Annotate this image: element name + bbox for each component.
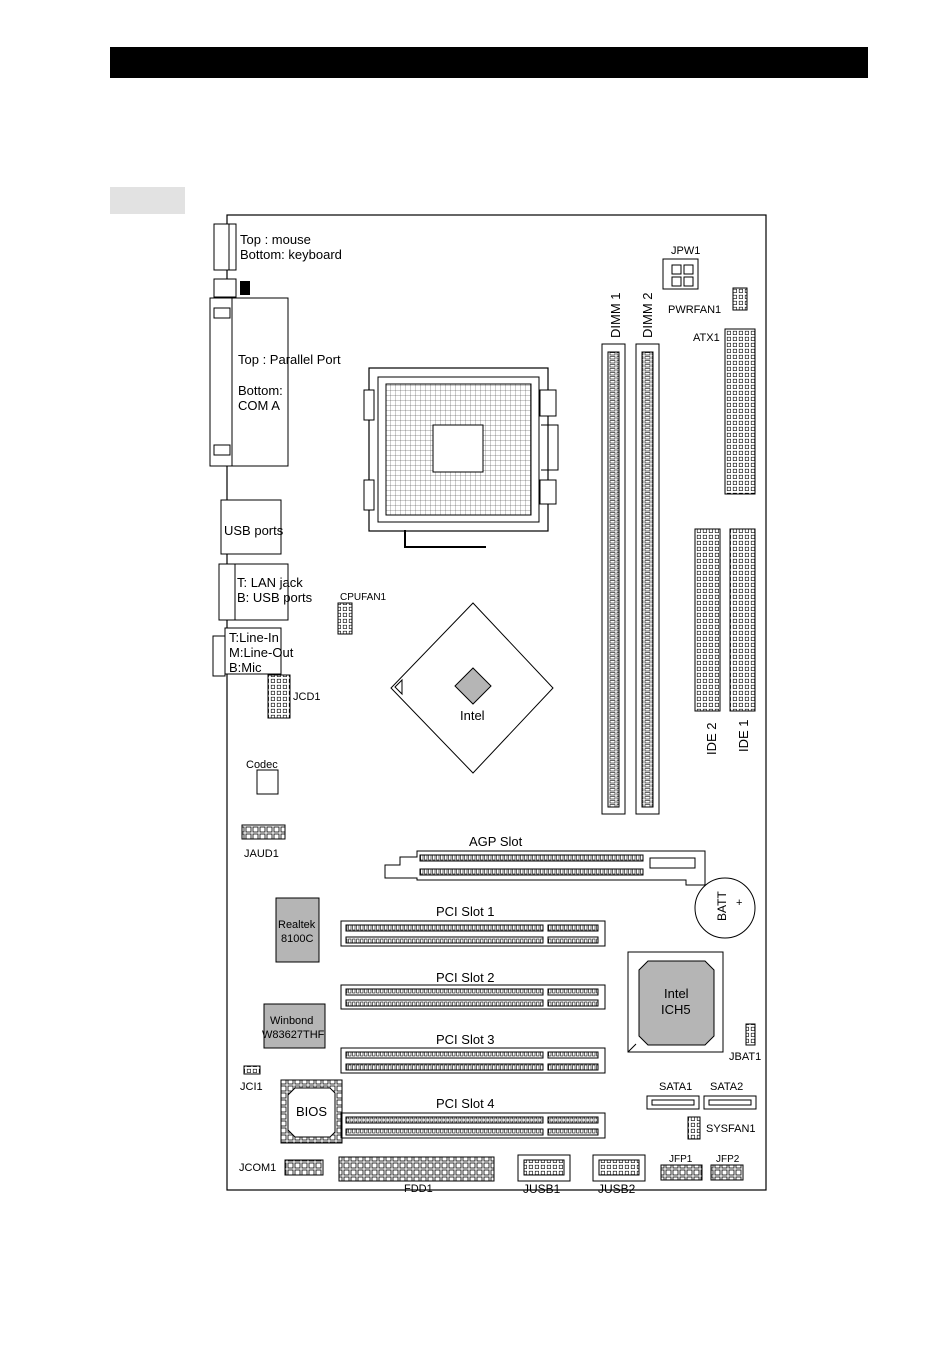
usb-ports-connector	[220, 499, 282, 555]
dimm2-slot	[635, 343, 660, 815]
pci-slot2-label: PCI Slot 2	[436, 970, 495, 985]
realtek-chip	[275, 897, 320, 963]
atx1-label: ATX1	[693, 332, 720, 344]
pwrfan1-header	[732, 287, 748, 311]
board-outline	[226, 214, 767, 1191]
winbond-model-label: W83627THF	[262, 1029, 325, 1041]
pci-slot1	[340, 920, 606, 947]
jaud1-header	[241, 824, 286, 840]
mouse-label: Top : mouse	[240, 232, 311, 247]
ide1-label: IDE 1	[736, 719, 751, 752]
lan-jack-label: T: LAN jack	[237, 575, 303, 590]
lan-usb-connector	[218, 563, 289, 621]
dimm1-slot	[601, 343, 626, 815]
section-tab	[110, 187, 185, 214]
jbat1-header	[745, 1023, 756, 1046]
jfp2-header	[710, 1164, 744, 1181]
winbond-label: Winbond	[270, 1015, 313, 1027]
fdd1-connector	[338, 1156, 495, 1182]
connector-bracket	[213, 278, 250, 298]
com-a-label: COM A	[238, 398, 280, 413]
dimm1-label: DIMM 1	[608, 293, 623, 339]
fdd1-label: FDD1	[404, 1183, 433, 1195]
line-in-label: T:Line-In	[229, 630, 279, 645]
ich5-label: ICH5	[661, 1002, 691, 1017]
jusb1-label: JUSB1	[523, 1182, 561, 1196]
mic-label: B:Mic	[229, 660, 262, 675]
com-bottom-label: Bottom:	[238, 383, 283, 398]
pci-slot2	[340, 984, 606, 1010]
pci-slot3	[340, 1047, 606, 1074]
jcom1-label: JCOM1	[239, 1162, 276, 1174]
pci-slot1-label: PCI Slot 1	[436, 904, 495, 919]
jusb1-header	[517, 1154, 571, 1182]
lan-usb-label: B: USB ports	[237, 590, 313, 605]
sata1-connector	[646, 1095, 700, 1110]
ide1-connector	[729, 528, 756, 712]
jpw1-connector	[662, 258, 699, 290]
batt-plus-label: +	[736, 897, 742, 909]
ich5-chip	[627, 951, 724, 1053]
sysfan1-header	[687, 1116, 701, 1140]
battery	[694, 877, 756, 939]
batt-label: BATT	[715, 891, 729, 921]
audio-jack-connector	[212, 627, 282, 677]
sata2-label: SATA2	[710, 1081, 743, 1093]
ide2-label: IDE 2	[704, 722, 719, 755]
codec-label: Codec	[246, 759, 278, 771]
keyboard-label: Bottom: keyboard	[240, 247, 342, 262]
jusb2-label: JUSB2	[598, 1182, 636, 1196]
jaud1-label: JAUD1	[244, 848, 279, 860]
pci-slot4-label: PCI Slot 4	[436, 1096, 495, 1111]
sata1-label: SATA1	[659, 1081, 692, 1093]
realtek-model-label: 8100C	[281, 933, 313, 945]
atx1-connector	[724, 328, 756, 495]
line-out-label: M:Line-Out	[229, 645, 294, 660]
usb-ports-label: USB ports	[224, 523, 284, 538]
cpufan1-header	[337, 602, 353, 635]
jfp2-label: JFP2	[716, 1154, 740, 1165]
jbat1-label: JBAT1	[729, 1051, 761, 1063]
ich5-intel-label: Intel	[664, 986, 689, 1001]
jfp1-header	[660, 1164, 703, 1181]
jci1-header	[243, 1065, 261, 1075]
jcom1-header	[284, 1159, 324, 1176]
realtek-label: Realtek	[278, 919, 316, 931]
pci-slot4	[340, 1112, 606, 1139]
agp-slot-label: AGP Slot	[469, 834, 523, 849]
ide2-connector	[694, 528, 721, 712]
ps2-connector	[213, 223, 237, 271]
pci-slot3-label: PCI Slot 3	[436, 1032, 495, 1047]
intel-label: Intel	[460, 708, 485, 723]
bios-chip	[280, 1079, 343, 1144]
cpufan1-label: CPUFAN1	[340, 592, 387, 603]
jfp1-label: JFP1	[669, 1154, 693, 1165]
dimm2-label: DIMM 2	[640, 293, 655, 339]
sata2-connector	[703, 1095, 757, 1110]
parallel-com-connector	[209, 297, 289, 467]
jci1-label: JCI1	[240, 1081, 263, 1093]
cpu-socket	[363, 367, 559, 548]
jpw1-label: JPW1	[671, 245, 700, 257]
parallel-port-label: Top : Parallel Port	[238, 352, 341, 367]
winbond-chip	[263, 1003, 326, 1049]
pwrfan1-label: PWRFAN1	[668, 304, 721, 316]
intel-northbridge	[390, 602, 554, 774]
agp-slot	[384, 850, 706, 886]
section-header-bar	[110, 47, 868, 78]
jusb2-header	[592, 1154, 646, 1182]
jcd1-label: JCD1	[293, 691, 321, 703]
sysfan1-label: SYSFAN1	[706, 1123, 756, 1135]
bios-label: BIOS	[296, 1104, 327, 1119]
jcd1-header	[267, 674, 291, 719]
codec-chip	[256, 769, 279, 795]
